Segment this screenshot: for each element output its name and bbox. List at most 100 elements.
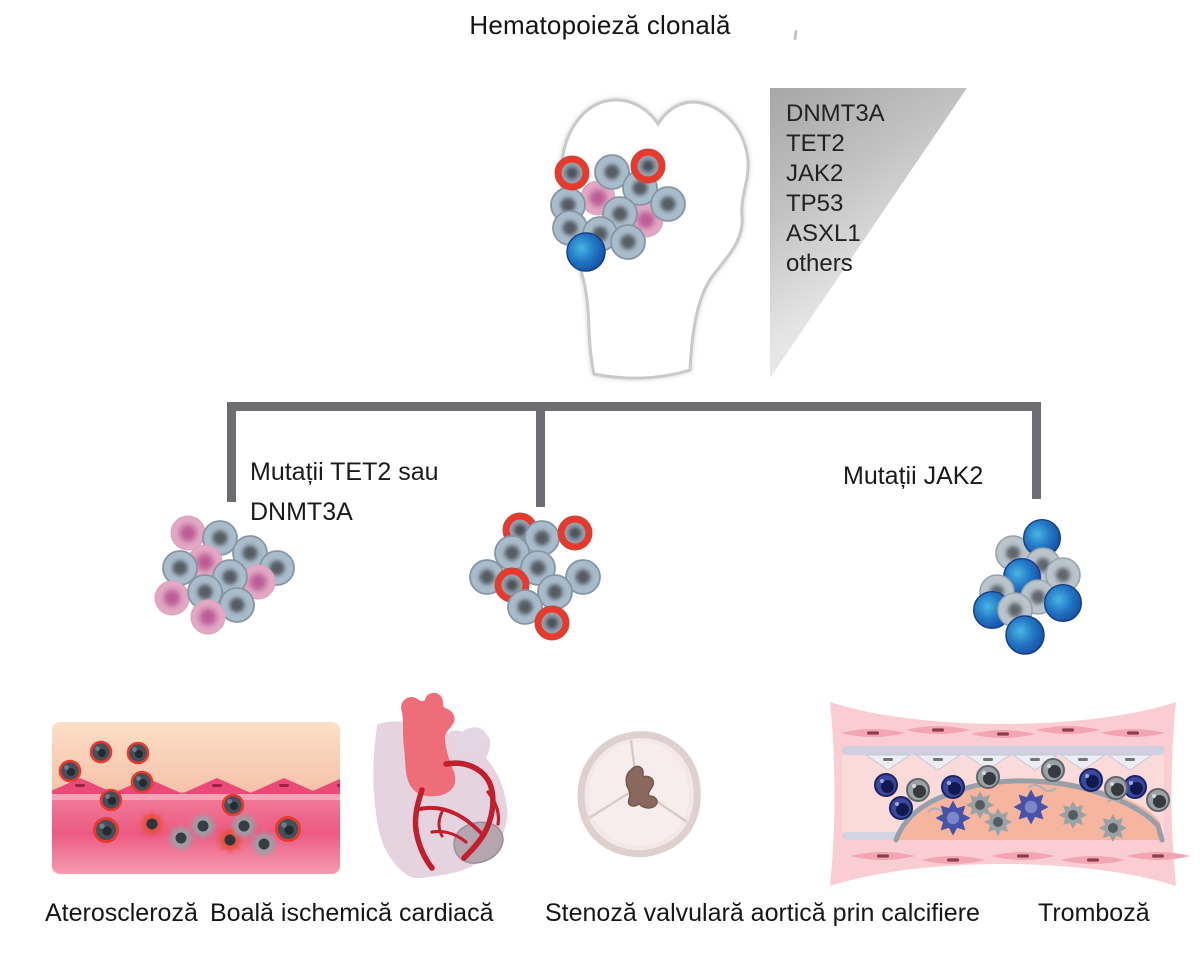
cell-gray (1046, 558, 1080, 592)
cell-gray (163, 551, 197, 585)
monocytes (58, 740, 245, 817)
foam-cell (250, 830, 278, 858)
cell-red-ring (558, 516, 592, 550)
bone-shadow (559, 98, 750, 380)
cell-gray (525, 521, 559, 555)
endothelial-cell (181, 778, 253, 794)
cell-gray (521, 551, 555, 585)
label-tet2-dnmt3a-branch: Mutații TET2 sau DNMT3A (250, 452, 439, 532)
vessel-wall (830, 702, 1176, 886)
monocyte (99, 788, 123, 812)
vessel-lumen (842, 755, 1164, 833)
foam-cell (230, 812, 258, 840)
cell-gray (603, 197, 637, 231)
monocyte (126, 741, 150, 765)
leukocytes (874, 758, 1170, 820)
label-atherosclerosis: Ateroscleroză (45, 899, 198, 927)
endothelial-cell (111, 778, 183, 794)
cell-blue (1002, 557, 1042, 597)
vessel-lumen (52, 722, 340, 792)
monocyte (89, 740, 113, 764)
cell-blue (1043, 583, 1083, 623)
endothelial-cell (248, 778, 320, 794)
foam-cells (93, 810, 301, 858)
cell-pink (155, 581, 189, 615)
macrophage (275, 816, 301, 842)
cell-gray (623, 171, 657, 205)
figure-title: Hematopoieză clonală (469, 10, 731, 40)
cell-red-ring (555, 156, 589, 190)
gene-list: DNMT3A TET2 JAK2 TP53 ASXL1 others (786, 99, 885, 279)
endothelial-cell (52, 778, 116, 794)
cell-pink (241, 565, 275, 599)
cell-pink (171, 516, 205, 550)
monocyte (130, 770, 154, 794)
fibrin-strands (927, 784, 1121, 817)
activated-platelets (935, 789, 1127, 842)
cell-pink (581, 181, 615, 215)
cell-pink (188, 545, 222, 579)
cell-gray (595, 155, 629, 189)
cell-red-ring (631, 149, 665, 183)
cell-gray (996, 536, 1030, 570)
label-thrombosis: Tromboză (1038, 899, 1150, 927)
cell-gray (583, 217, 617, 251)
gene-item: TET2 (786, 130, 845, 157)
coronary-arteries (412, 760, 501, 871)
cell-pink (191, 600, 225, 634)
label-ischemic-heart-disease: Boală ischemică cardiacă (210, 899, 494, 927)
leaflet-commissures (588, 739, 688, 823)
bone-marrow-illustration (551, 98, 750, 380)
valve-leaflets (588, 741, 689, 846)
aorta (401, 692, 456, 797)
endothelial-cell (306, 778, 340, 794)
cell-blue (972, 590, 1012, 630)
cell-gray (1021, 580, 1055, 614)
cell-gray (188, 575, 222, 609)
label-aortic-valve-stenosis: Stenoză valvulară aortică prin calcifier… (545, 899, 980, 927)
cell-cluster-jak2 (972, 518, 1083, 655)
gene-item: DNMT3A (786, 100, 885, 127)
cell-blue (566, 232, 606, 272)
branch-label-line: DNMT3A (250, 498, 353, 526)
monocyte (221, 793, 245, 817)
subendothelial-band (52, 792, 340, 800)
label-jak2-branch: Mutații JAK2 (843, 462, 984, 490)
fibrin-cap (893, 778, 1165, 843)
endothelium (52, 778, 340, 794)
branch-connector-left (227, 402, 236, 502)
cell-gray (980, 575, 1014, 609)
aortic-valve-illustration (577, 731, 701, 858)
monocyte (58, 759, 82, 783)
gene-item: TP53 (786, 190, 844, 217)
infarct-zone (453, 821, 504, 864)
thrombus (898, 778, 1164, 840)
cell-gray (508, 590, 542, 624)
cell-gray (551, 188, 585, 222)
pulmonary-vessels (456, 727, 487, 754)
branch-connector-right (1032, 402, 1041, 499)
cell-gray (495, 536, 529, 570)
cell-gray (203, 521, 237, 555)
bone-shape (559, 98, 750, 380)
heart-body (373, 721, 508, 879)
cell-red-ring (503, 513, 537, 547)
foam-cell (189, 812, 217, 840)
valve-ring (577, 731, 701, 858)
bone-cells (551, 149, 685, 272)
cell-pink (629, 203, 663, 237)
branch-label-line: Mutații TET2 sau (250, 458, 439, 486)
stenotic-orifice (625, 765, 658, 809)
atherosclerosis-illustration (52, 722, 340, 874)
cell-cluster-tet2-dnmt3a (155, 516, 294, 634)
cell-blue (1005, 615, 1045, 655)
vessel-wall (52, 792, 340, 874)
cell-red-ring (495, 568, 529, 602)
cell-gray (998, 593, 1032, 627)
branch-connector-middle (536, 402, 545, 507)
cell-red-ring (535, 606, 569, 640)
smooth-muscle-cells (841, 726, 1190, 864)
macrophage (93, 817, 119, 843)
